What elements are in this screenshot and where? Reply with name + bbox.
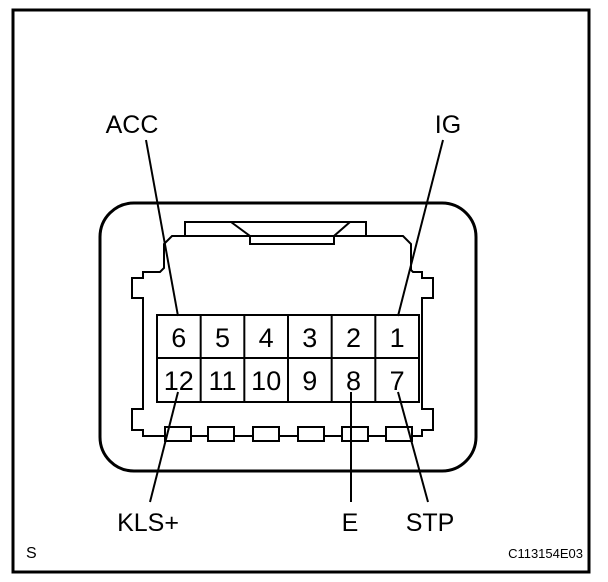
connector-lock-tab bbox=[184, 221, 367, 236]
pin-number: 7 bbox=[390, 366, 405, 396]
label-acc: ACC bbox=[106, 111, 159, 139]
corner-mark: S bbox=[26, 545, 37, 562]
pin-number: 10 bbox=[251, 366, 281, 396]
leader-line-stp bbox=[397, 391, 429, 503]
label-e: E bbox=[342, 509, 359, 537]
connector-lock-latch bbox=[230, 221, 351, 245]
bottom-key bbox=[297, 426, 325, 442]
bottom-key bbox=[207, 426, 235, 442]
pin-number: 1 bbox=[390, 323, 405, 353]
pin-number: 2 bbox=[346, 323, 361, 353]
connector-bottom-keys bbox=[164, 426, 413, 442]
pin-grid bbox=[156, 314, 420, 403]
pin-number: 5 bbox=[215, 323, 230, 353]
connector-inner-body bbox=[131, 235, 434, 437]
pin-number: 3 bbox=[302, 323, 317, 353]
pin-number: 4 bbox=[259, 323, 274, 353]
leader-line-kls bbox=[149, 391, 179, 503]
label-kls: KLS+ bbox=[117, 509, 179, 537]
pin-number: 12 bbox=[164, 366, 194, 396]
leader-lines bbox=[145, 139, 444, 503]
figure-code: C113154E03 bbox=[508, 546, 583, 561]
pin-number: 6 bbox=[171, 323, 186, 353]
label-ig: IG bbox=[435, 111, 461, 139]
bottom-key bbox=[341, 426, 369, 442]
bottom-key bbox=[164, 426, 192, 442]
leader-line-ig bbox=[397, 139, 444, 317]
bottom-key bbox=[252, 426, 280, 442]
bottom-key bbox=[385, 426, 413, 442]
pin-number: 9 bbox=[302, 366, 317, 396]
pin-row-bottom: 12 11 10 9 8 7 bbox=[164, 366, 405, 396]
pin-number: 11 bbox=[208, 366, 236, 396]
pin-number: 8 bbox=[346, 366, 361, 396]
leader-line-acc bbox=[145, 139, 179, 317]
pin-row-top: 6 5 4 3 2 1 bbox=[171, 323, 404, 353]
label-stp: STP bbox=[406, 509, 455, 537]
